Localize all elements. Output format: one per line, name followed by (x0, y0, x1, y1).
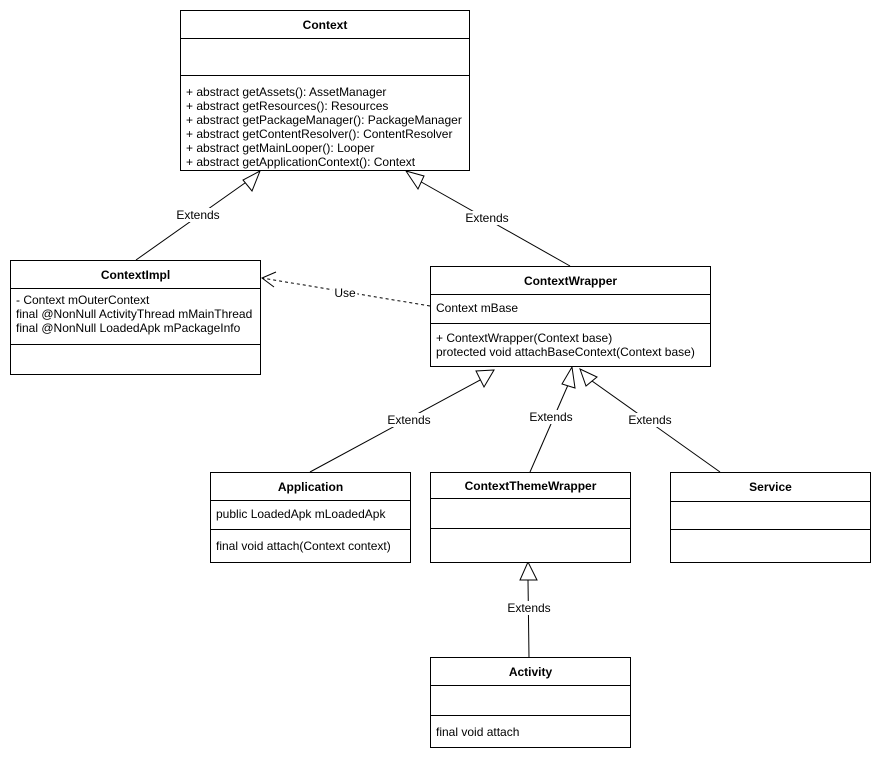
methods-section (671, 529, 870, 562)
edge-label-contextimpl-extends: Extends (174, 208, 222, 222)
extends-line-activity (527, 579, 530, 659)
method: + abstract getResources(): Resources (186, 99, 389, 113)
method: + abstract getContentResolver(): Content… (186, 127, 453, 141)
class-name: Service (749, 480, 792, 494)
methods-section: final void attach (431, 715, 630, 742)
methods-section: + abstract getAssets(): AssetManager + a… (181, 75, 469, 172)
attributes-section (431, 685, 630, 715)
method: final void attach(Context context) (216, 539, 391, 553)
class-name: ContextThemeWrapper (464, 478, 597, 493)
edge-label-contextthemewrapper-extends: Extends (527, 410, 575, 424)
edge-label-use: Use (332, 286, 358, 300)
class-activity[interactable]: Activity final void attach (430, 657, 631, 748)
edge-label-application-extends: Extends (385, 413, 433, 427)
method: + abstract getPackageManager(): PackageM… (186, 113, 462, 127)
class-name: ContextImpl (100, 267, 171, 282)
open-arrowhead-icon (261, 271, 277, 288)
attribute: final @NonNull ActivityThread mMainThrea… (16, 307, 253, 321)
class-name: Activity (508, 664, 553, 679)
attribute: Context mBase (436, 301, 519, 315)
attributes-section (431, 498, 630, 528)
class-context[interactable]: Context + abstract getAssets(): AssetMan… (180, 10, 470, 171)
class-service[interactable]: Service (670, 472, 871, 563)
inheritance-arrowhead-icon (475, 369, 495, 389)
class-contextwrapper[interactable]: ContextWrapper Context mBase + ContextWr… (430, 266, 711, 367)
methods-section: + ContextWrapper(Context base) protected… (431, 323, 710, 362)
class-name: ContextWrapper (523, 273, 618, 288)
edge-label-activity-extends: Extends (505, 601, 553, 615)
class-application[interactable]: Application public LoadedApk mLoadedApk … (210, 472, 411, 563)
attribute: - Context mOuterContext (16, 293, 150, 307)
attribute: final @NonNull LoadedApk mPackageInfo (16, 321, 241, 335)
inheritance-arrowhead-icon (561, 365, 576, 389)
edge-label-contextwrapper-extends: Extends (463, 211, 511, 225)
attributes-section (181, 38, 469, 75)
method: final void attach (436, 725, 520, 739)
method: + abstract getAssets(): AssetManager (186, 85, 387, 99)
methods-section (431, 528, 630, 562)
method: + abstract getApplicationContext(): Cont… (186, 155, 416, 169)
edge-label-service-extends: Extends (626, 413, 674, 427)
attributes-section (671, 501, 870, 529)
method: + abstract getMainLooper(): Looper (186, 141, 375, 155)
class-name: Application (277, 479, 344, 494)
extends-line-contextthemewrapper (529, 384, 569, 473)
method: protected void attachBaseContext(Context… (436, 345, 695, 359)
methods-section (11, 344, 260, 374)
attributes-section: - Context mOuterContext final @NonNull A… (11, 288, 260, 344)
methods-section: final void attach(Context context) (211, 529, 410, 556)
attributes-section: Context mBase (431, 294, 710, 323)
class-name: Context (302, 17, 348, 32)
class-contextthemewrapper[interactable]: ContextThemeWrapper (430, 472, 631, 563)
inheritance-arrowhead-icon (579, 368, 598, 387)
inheritance-arrowhead-icon (519, 560, 538, 581)
class-contextimpl[interactable]: ContextImpl - Context mOuterContext fina… (10, 260, 261, 375)
attributes-section: public LoadedApk mLoadedApk (211, 500, 410, 529)
inheritance-arrowhead-icon (242, 169, 261, 192)
method: + ContextWrapper(Context base) (436, 331, 613, 345)
attribute: public LoadedApk mLoadedApk (216, 507, 386, 521)
inheritance-arrowhead-icon (404, 170, 425, 191)
